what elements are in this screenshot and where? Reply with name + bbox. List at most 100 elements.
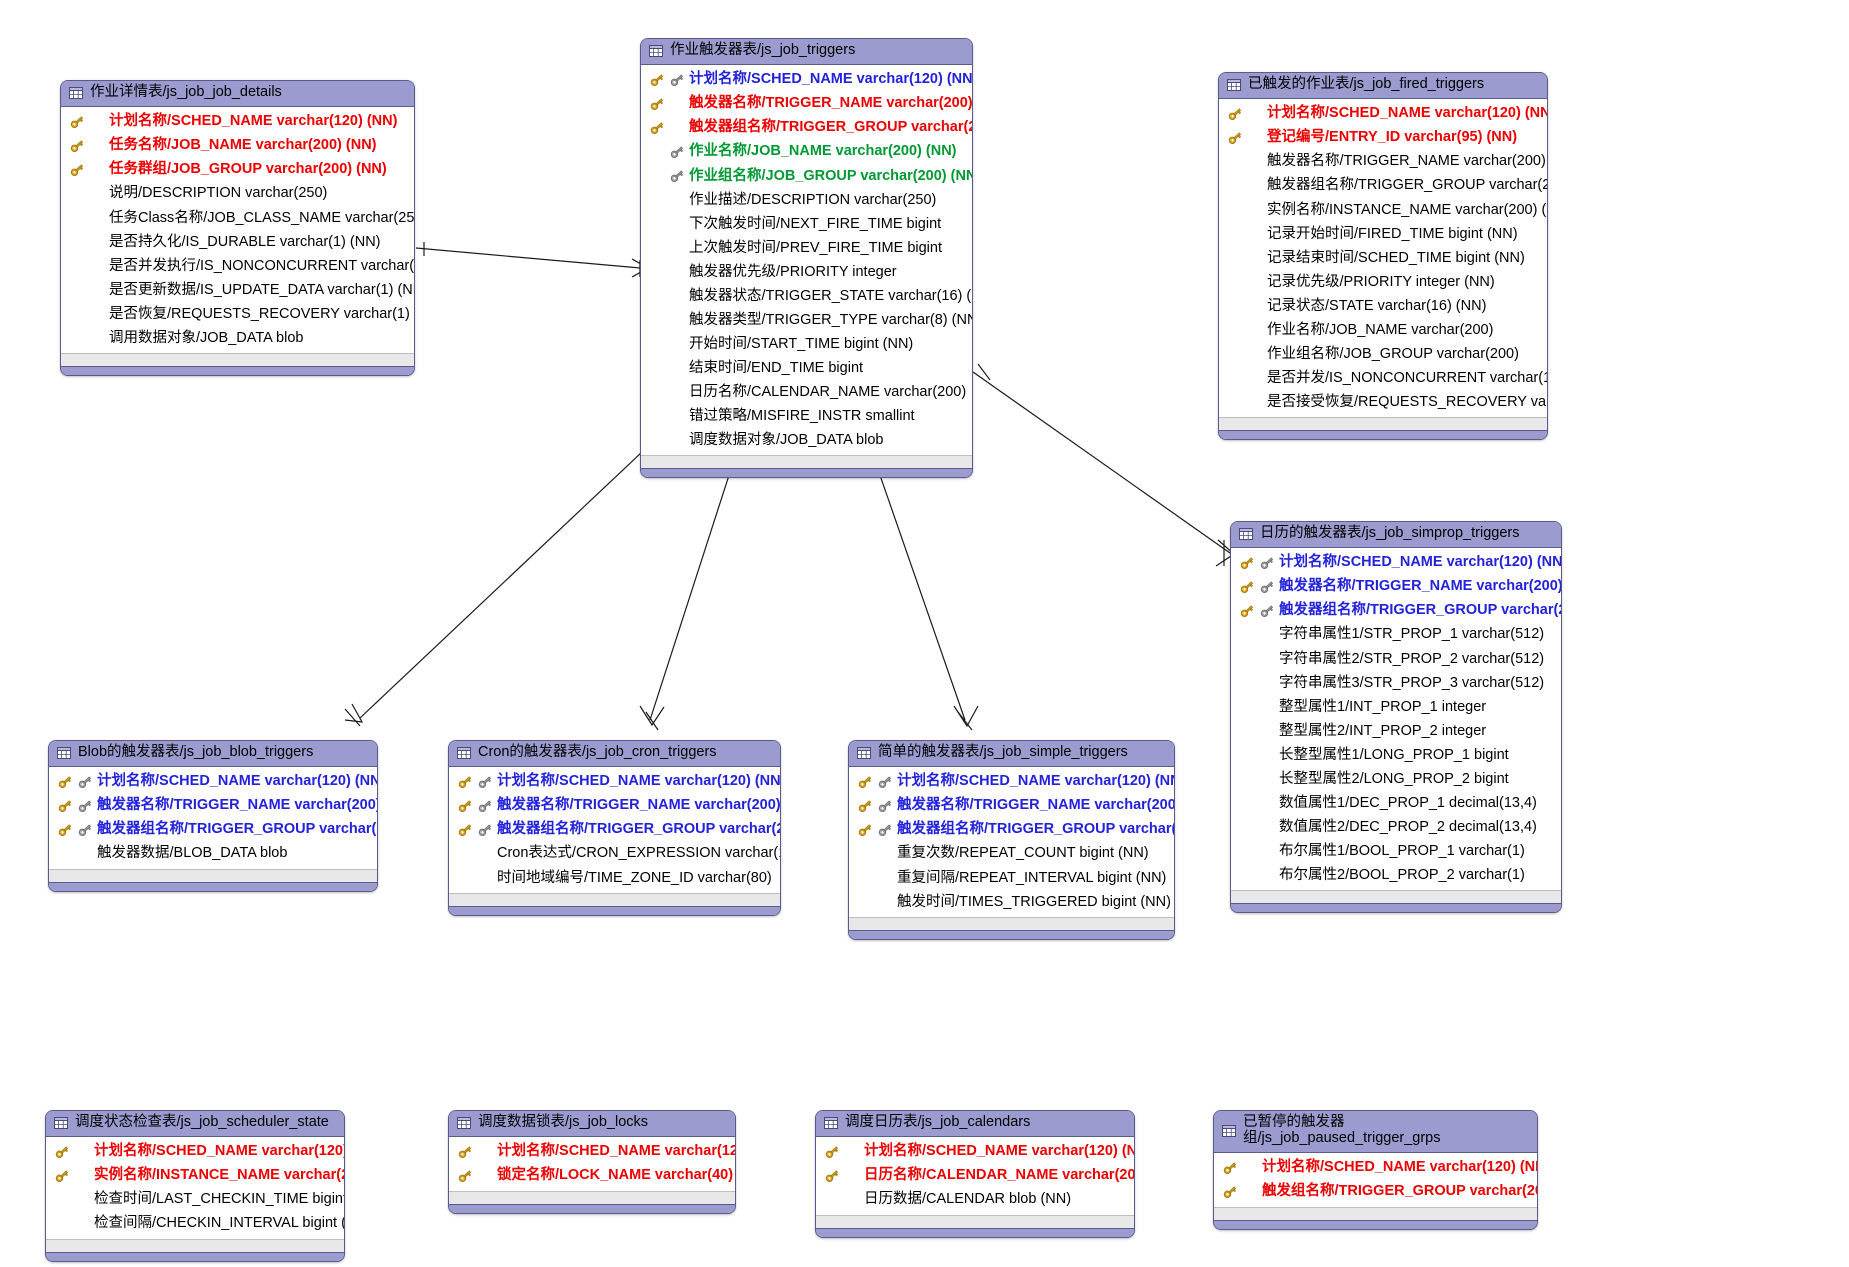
entity-header-job_details[interactable]: 作业详情表/js_job_job_details [61, 81, 414, 107]
attribute-row[interactable]: 是否更新数据/IS_UPDATE_DATA varchar(1) (NN) [61, 278, 414, 302]
attribute-row[interactable]: 数值属性1/DEC_PROP_1 decimal(13,4) [1231, 791, 1561, 815]
attribute-row[interactable]: 是否持久化/IS_DURABLE varchar(1) (NN) [61, 230, 414, 254]
attribute-row[interactable]: 作业名称/JOB_NAME varchar(200) [1219, 318, 1547, 342]
attribute-row[interactable]: 计划名称/SCHED_NAME varchar(120) (NN) [46, 1140, 344, 1164]
attribute-row[interactable]: 检查间隔/CHECKIN_INTERVAL bigint (NN) [46, 1212, 344, 1236]
attribute-row[interactable]: 是否并发执行/IS_NONCONCURRENT varchar(1) (NN) [61, 254, 414, 278]
entity-header-fired_triggers[interactable]: 已触发的作业表/js_job_fired_triggers [1219, 73, 1547, 99]
attribute-row[interactable]: 触发器名称/TRIGGER_NAME varchar(200) (NN) [1231, 575, 1561, 599]
attribute-row[interactable]: 整型属性2/INT_PROP_2 integer [1231, 719, 1561, 743]
attribute-row[interactable]: 触发时间/TIMES_TRIGGERED bigint (NN) [849, 890, 1174, 914]
attribute-row[interactable]: 开始时间/START_TIME bigint (NN) [641, 332, 972, 356]
attribute-row[interactable]: 锁定名称/LOCK_NAME varchar(40) (NN) [449, 1164, 735, 1188]
attribute-row[interactable]: 实例名称/INSTANCE_NAME varchar(200) (NN) [1219, 198, 1547, 222]
attribute-row[interactable]: 任务名称/JOB_NAME varchar(200) (NN) [61, 134, 414, 158]
attribute-row[interactable]: 错过策略/MISFIRE_INSTR smallint [641, 404, 972, 428]
entity-job_details[interactable]: 作业详情表/js_job_job_details 计划名称/SCHED_NAME … [60, 80, 415, 377]
attribute-row[interactable]: 作业名称/JOB_NAME varchar(200) (NN) [641, 140, 972, 164]
entity-simprop_triggers[interactable]: 日历的触发器表/js_job_simprop_triggers 计划名称/SCHE… [1230, 521, 1562, 914]
attribute-row[interactable]: 重复间隔/REPEAT_INTERVAL bigint (NN) [849, 866, 1174, 890]
attribute-row[interactable]: 触发器组名称/TRIGGER_GROUP varchar(200) (NN) [641, 116, 972, 140]
attribute-row[interactable]: 作业描述/DESCRIPTION varchar(250) [641, 188, 972, 212]
attribute-row[interactable]: 数值属性2/DEC_PROP_2 decimal(13,4) [1231, 815, 1561, 839]
attribute-row[interactable]: Cron表达式/CRON_EXPRESSION varchar(120) (NN… [449, 842, 780, 866]
attribute-row[interactable]: 是否恢复/REQUESTS_RECOVERY varchar(1) (NN) [61, 302, 414, 326]
attribute-row[interactable]: 重复次数/REPEAT_COUNT bigint (NN) [849, 842, 1174, 866]
entity-cron_triggers[interactable]: Cron的触发器表/js_job_cron_triggers 计划名称/SCHED… [448, 740, 781, 917]
attribute-row[interactable]: 触发器组名称/TRIGGER_GROUP varchar(200) (NN) [849, 818, 1174, 842]
entity-calendars[interactable]: 调度日历表/js_job_calendars 计划名称/SCHED_NAME va… [815, 1110, 1135, 1238]
attribute-row[interactable]: 记录开始时间/FIRED_TIME bigint (NN) [1219, 222, 1547, 246]
attribute-row[interactable]: 计划名称/SCHED_NAME varchar(120) (NN) [1214, 1156, 1537, 1180]
attribute-row[interactable]: 长整型属性2/LONG_PROP_2 bigint [1231, 767, 1561, 791]
attribute-row[interactable]: 触发器名称/TRIGGER_NAME varchar(200) (NN) [849, 794, 1174, 818]
attribute-row[interactable]: 时间地域编号/TIME_ZONE_ID varchar(80) [449, 866, 780, 890]
attribute-row[interactable]: 结束时间/END_TIME bigint [641, 356, 972, 380]
attribute-row[interactable]: 长整型属性1/LONG_PROP_1 bigint [1231, 743, 1561, 767]
attribute-row[interactable]: 计划名称/SCHED_NAME varchar(120) (NN) [449, 1140, 735, 1164]
entity-header-blob_triggers[interactable]: Blob的触发器表/js_job_blob_triggers [49, 741, 377, 767]
attribute-row[interactable]: 下次触发时间/NEXT_FIRE_TIME bigint [641, 212, 972, 236]
entity-header-locks[interactable]: 调度数据锁表/js_job_locks [449, 1111, 735, 1137]
attribute-row[interactable]: 计划名称/SCHED_NAME varchar(120) (NN) [816, 1140, 1134, 1164]
attribute-row[interactable]: 触发器类型/TRIGGER_TYPE varchar(8) (NN) [641, 308, 972, 332]
attribute-row[interactable]: 触发器优先级/PRIORITY integer [641, 260, 972, 284]
attribute-row[interactable]: 计划名称/SCHED_NAME varchar(120) (NN) [61, 110, 414, 134]
attribute-row[interactable]: 是否并发/IS_NONCONCURRENT varchar(1) [1219, 366, 1547, 390]
attribute-row[interactable]: 计划名称/SCHED_NAME varchar(120) (NN) [849, 770, 1174, 794]
attribute-row[interactable]: 计划名称/SCHED_NAME varchar(120) (NN) [449, 770, 780, 794]
attribute-row[interactable]: 日历数据/CALENDAR blob (NN) [816, 1188, 1134, 1212]
attribute-row[interactable]: 触发器名称/TRIGGER_NAME varchar(200) (NN) [449, 794, 780, 818]
attribute-row[interactable]: 触发器名称/TRIGGER_NAME varchar(200) (NN) [49, 794, 377, 818]
entity-simple_triggers[interactable]: 简单的触发器表/js_job_simple_triggers 计划名称/SCHED… [848, 740, 1175, 941]
attribute-row[interactable]: 任务群组/JOB_GROUP varchar(200) (NN) [61, 158, 414, 182]
entity-header-cron_triggers[interactable]: Cron的触发器表/js_job_cron_triggers [449, 741, 780, 767]
entity-header-calendars[interactable]: 调度日历表/js_job_calendars [816, 1111, 1134, 1137]
entity-header-simple_triggers[interactable]: 简单的触发器表/js_job_simple_triggers [849, 741, 1174, 767]
attribute-row[interactable]: 调用数据对象/JOB_DATA blob [61, 326, 414, 350]
attribute-row[interactable]: 实例名称/INSTANCE_NAME varchar(200) (NN) [46, 1164, 344, 1188]
attribute-row[interactable]: 整型属性1/INT_PROP_1 integer [1231, 695, 1561, 719]
attribute-row[interactable]: 字符串属性2/STR_PROP_2 varchar(512) [1231, 647, 1561, 671]
entity-header-scheduler_state[interactable]: 调度状态检查表/js_job_scheduler_state [46, 1111, 344, 1137]
attribute-row[interactable]: 计划名称/SCHED_NAME varchar(120) (NN) [1231, 551, 1561, 575]
attribute-row[interactable]: 调度数据对象/JOB_DATA blob [641, 428, 972, 452]
entity-locks[interactable]: 调度数据锁表/js_job_locks 计划名称/SCHED_NAME varch… [448, 1110, 736, 1214]
attribute-row[interactable]: 任务Class名称/JOB_CLASS_NAME varchar(250) (N… [61, 206, 414, 230]
attribute-row[interactable]: 记录结束时间/SCHED_TIME bigint (NN) [1219, 246, 1547, 270]
attribute-row[interactable]: 登记编号/ENTRY_ID varchar(95) (NN) [1219, 126, 1547, 150]
attribute-row[interactable]: 计划名称/SCHED_NAME varchar(120) (NN) [1219, 102, 1547, 126]
attribute-row[interactable]: 触发器名称/TRIGGER_NAME varchar(200) (NN) [1219, 150, 1547, 174]
attribute-row[interactable]: 日历名称/CALENDAR_NAME varchar(200) (NN) [816, 1164, 1134, 1188]
attribute-row[interactable]: 作业组名称/JOB_GROUP varchar(200) (NN) [641, 164, 972, 188]
attribute-row[interactable]: 触发器名称/TRIGGER_NAME varchar(200) (NN) [641, 92, 972, 116]
attribute-row[interactable]: 字符串属性1/STR_PROP_1 varchar(512) [1231, 623, 1561, 647]
attribute-row[interactable]: 计划名称/SCHED_NAME varchar(120) (NN) [49, 770, 377, 794]
attribute-row[interactable]: 检查时间/LAST_CHECKIN_TIME bigint (NN) [46, 1188, 344, 1212]
entity-paused_trigger_grps[interactable]: 已暂停的触发器组/js_job_paused_trigger_grps 计划名称/… [1213, 1110, 1538, 1230]
attribute-row[interactable]: 说明/DESCRIPTION varchar(250) [61, 182, 414, 206]
entity-blob_triggers[interactable]: Blob的触发器表/js_job_blob_triggers 计划名称/SCHED… [48, 740, 378, 892]
entity-fired_triggers[interactable]: 已触发的作业表/js_job_fired_triggers 计划名称/SCHED_… [1218, 72, 1548, 441]
entity-header-simprop_triggers[interactable]: 日历的触发器表/js_job_simprop_triggers [1231, 522, 1561, 548]
attribute-row[interactable]: 日历名称/CALENDAR_NAME varchar(200) [641, 380, 972, 404]
attribute-row[interactable]: 触发器数据/BLOB_DATA blob [49, 842, 377, 866]
entity-scheduler_state[interactable]: 调度状态检查表/js_job_scheduler_state 计划名称/SCHED… [45, 1110, 345, 1262]
attribute-row[interactable]: 布尔属性2/BOOL_PROP_2 varchar(1) [1231, 863, 1561, 887]
attribute-row[interactable]: 作业组名称/JOB_GROUP varchar(200) [1219, 342, 1547, 366]
attribute-row[interactable]: 记录状态/STATE varchar(16) (NN) [1219, 294, 1547, 318]
attribute-row[interactable]: 是否接受恢复/REQUESTS_RECOVERY varchar(1) [1219, 390, 1547, 414]
attribute-row[interactable]: 上次触发时间/PREV_FIRE_TIME bigint [641, 236, 972, 260]
attribute-row[interactable]: 触发组名称/TRIGGER_GROUP varchar(200) (NN) [1214, 1180, 1537, 1204]
attribute-row[interactable]: 触发器组名称/TRIGGER_GROUP varchar(200) (NN) [1219, 174, 1547, 198]
attribute-row[interactable]: 记录优先级/PRIORITY integer (NN) [1219, 270, 1547, 294]
attribute-row[interactable]: 触发器组名称/TRIGGER_GROUP varchar(200) (NN) [1231, 599, 1561, 623]
attribute-row[interactable]: 触发器组名称/TRIGGER_GROUP varchar(200) (NN) [449, 818, 780, 842]
attribute-row[interactable]: 触发器状态/TRIGGER_STATE varchar(16) (NN) [641, 284, 972, 308]
attribute-row[interactable]: 字符串属性3/STR_PROP_3 varchar(512) [1231, 671, 1561, 695]
attribute-row[interactable]: 计划名称/SCHED_NAME varchar(120) (NN) [641, 68, 972, 92]
attribute-row[interactable]: 布尔属性1/BOOL_PROP_1 varchar(1) [1231, 839, 1561, 863]
entity-header-paused_trigger_grps[interactable]: 已暂停的触发器组/js_job_paused_trigger_grps [1214, 1111, 1537, 1153]
attribute-row[interactable]: 触发器组名称/TRIGGER_GROUP varchar(200) (NN) [49, 818, 377, 842]
